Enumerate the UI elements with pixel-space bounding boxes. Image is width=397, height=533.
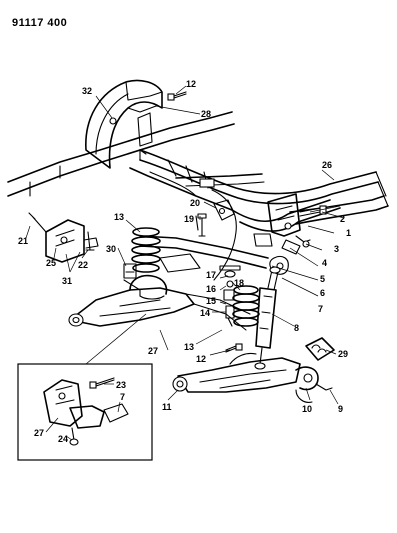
callout-10: 10 xyxy=(302,404,312,414)
callout-13-left: 13 xyxy=(114,212,124,222)
callout-7-inset: 7 xyxy=(120,392,125,402)
rear-isolator xyxy=(253,233,289,275)
coil-spring-right xyxy=(219,265,260,327)
callout-18: 18 xyxy=(234,278,244,288)
callout-25: 25 xyxy=(46,258,56,268)
callout-23: 23 xyxy=(116,380,126,390)
callout-12-lower: 12 xyxy=(196,354,206,364)
callout-15: 15 xyxy=(206,296,216,306)
side-sill xyxy=(7,111,235,197)
callout-24: 24 xyxy=(58,434,68,444)
callout-9: 9 xyxy=(338,404,343,414)
callout-31: 31 xyxy=(62,276,72,286)
callout-14: 14 xyxy=(200,308,210,318)
callout-17: 17 xyxy=(206,270,216,280)
callout-30: 30 xyxy=(106,244,116,254)
frame-rails xyxy=(129,149,389,281)
callout-6: 6 xyxy=(320,288,325,298)
callout-27-inset: 27 xyxy=(34,428,44,438)
left-mount-bracket xyxy=(28,212,99,263)
callout-16: 16 xyxy=(206,284,216,294)
track-bar xyxy=(139,235,269,273)
callout-8: 8 xyxy=(294,323,299,333)
callout-21: 21 xyxy=(18,236,28,246)
callout-7: 7 xyxy=(318,304,323,314)
document-id: 91117 400 xyxy=(12,17,67,29)
callout-4: 4 xyxy=(322,258,327,268)
lower-control-arm-right xyxy=(172,352,333,403)
callout-20: 20 xyxy=(190,198,200,208)
shock-absorber xyxy=(254,266,281,370)
callout-27-main: 27 xyxy=(148,346,158,356)
wheelhouse-panel xyxy=(85,79,163,169)
callout-labels: 32 12 28 26 20 19 2 1 3 4 5 6 7 8 13 30 … xyxy=(18,79,351,444)
callout-leaders xyxy=(25,85,345,441)
callout-11: 11 xyxy=(162,402,172,412)
detail-inset xyxy=(17,313,153,461)
callout-26: 26 xyxy=(322,160,332,170)
callout-22: 22 xyxy=(78,260,88,270)
callout-12-top: 12 xyxy=(186,79,196,89)
callout-32: 32 xyxy=(82,86,92,96)
callout-5: 5 xyxy=(320,274,325,284)
callout-2: 2 xyxy=(340,214,345,224)
callout-19: 19 xyxy=(184,214,194,224)
callout-29: 29 xyxy=(338,349,348,359)
callout-1: 1 xyxy=(346,228,351,238)
callout-13-right: 13 xyxy=(184,342,194,352)
center-bracket xyxy=(197,199,235,237)
alignment-shim xyxy=(305,337,335,361)
callout-3: 3 xyxy=(334,244,339,254)
callout-28: 28 xyxy=(201,109,211,119)
fasteners xyxy=(167,91,243,353)
coil-spring-left xyxy=(131,227,161,273)
